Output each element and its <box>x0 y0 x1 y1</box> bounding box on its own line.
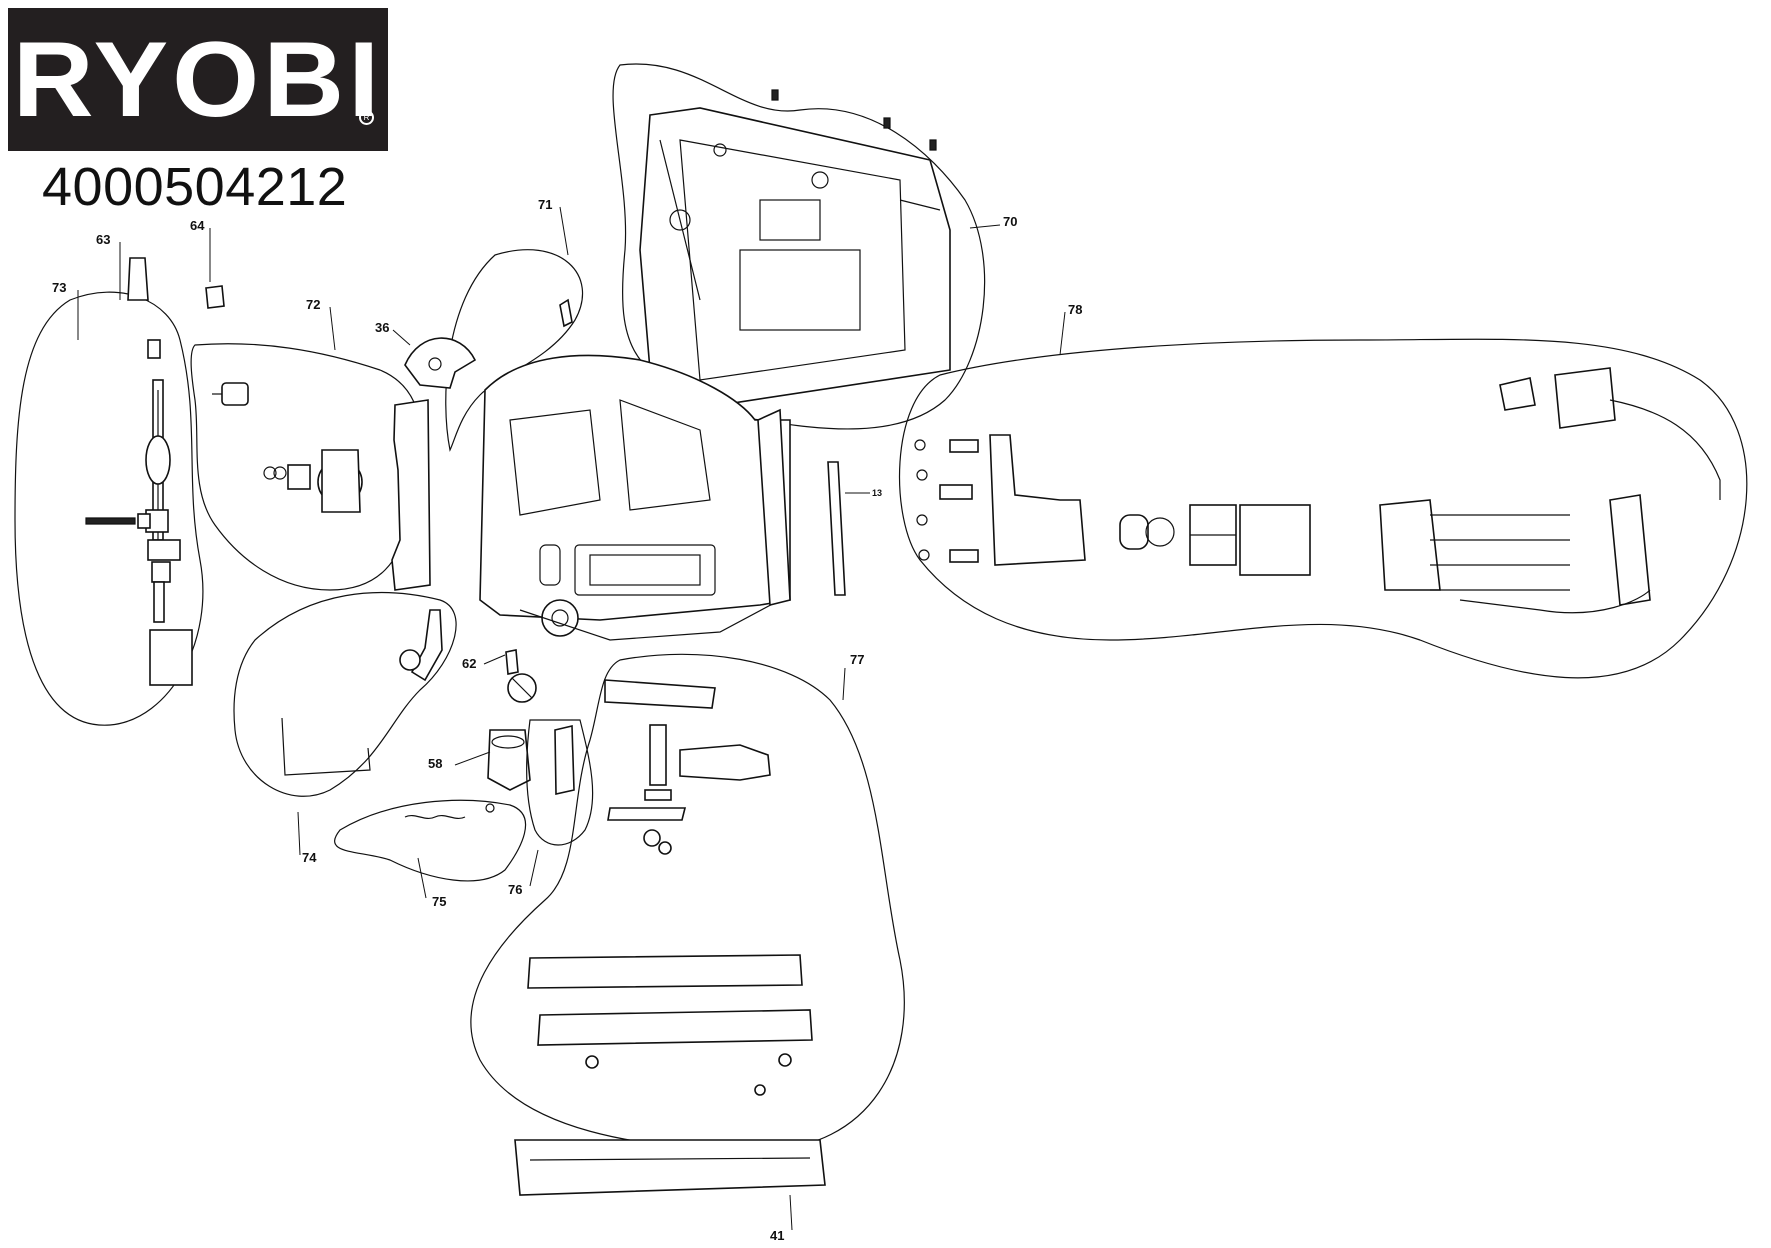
callout-36: 36 <box>375 320 389 335</box>
callout-62: 62 <box>462 656 476 671</box>
callout-13: 13 <box>872 488 882 498</box>
part-41 <box>514 1139 826 1196</box>
part-36 <box>404 337 477 389</box>
part-58 <box>487 729 531 791</box>
callout-41: 41 <box>770 1228 784 1243</box>
part-group-77 <box>470 653 905 1151</box>
part-group-70 <box>612 63 986 430</box>
callout-71: 71 <box>538 197 552 212</box>
logo-text: RYOBI <box>12 19 384 139</box>
ryobi-logo: RYOBI R <box>8 8 388 151</box>
callout-78: 78 <box>1068 302 1082 317</box>
callout-76: 76 <box>508 882 522 897</box>
part-62 <box>505 649 537 703</box>
leader-lines <box>77 206 1066 1231</box>
callout-70: 70 <box>1003 214 1017 229</box>
callout-labels: 73 63 64 72 36 71 70 78 13 62 58 74 75 7… <box>52 197 1082 1243</box>
callout-75: 75 <box>432 894 446 909</box>
callout-64: 64 <box>190 218 205 233</box>
part-group-73 <box>14 291 204 726</box>
part-64 <box>205 285 225 309</box>
callout-72: 72 <box>306 297 320 312</box>
callout-63: 63 <box>96 232 110 247</box>
registered-mark-icon: R <box>359 110 374 125</box>
part-group-72 <box>190 343 431 591</box>
part-group-75 <box>334 799 527 882</box>
part-13 <box>827 461 846 596</box>
model-number: 4000504212 <box>42 157 348 217</box>
part-group-74 <box>233 591 457 797</box>
callout-74: 74 <box>302 850 317 865</box>
callout-77: 77 <box>850 652 864 667</box>
part-group-76 <box>526 719 594 846</box>
callout-73: 73 <box>52 280 66 295</box>
callout-58: 58 <box>428 756 442 771</box>
main-housing <box>479 354 791 641</box>
part-group-78 <box>898 338 1748 679</box>
part-63 <box>127 257 149 301</box>
